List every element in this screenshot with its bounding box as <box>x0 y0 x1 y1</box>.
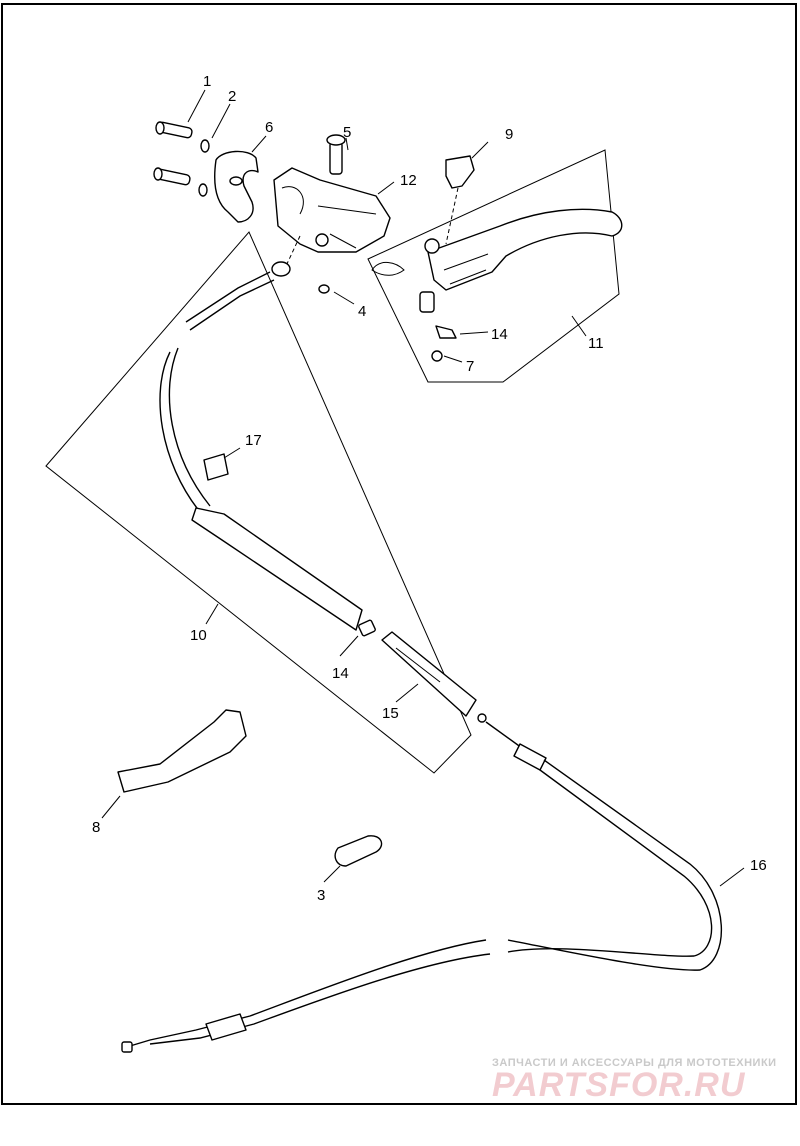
watermark-tagline: ЗАПЧАСТИ И АКСЕССУАРЫ ДЛЯ МОТОТЕХНИКИ <box>492 1057 777 1069</box>
watermark-logo: PARTSFOR.RU <box>492 1066 746 1104</box>
bracket-detail <box>281 186 377 249</box>
callout-1: 1 <box>203 73 211 90</box>
clutch-cable-10 <box>159 261 363 631</box>
callout-16: 16 <box>750 857 767 874</box>
pivot-pin-part <box>326 134 346 175</box>
clutch-cable-16 <box>121 713 723 1053</box>
lever-sleeve <box>419 291 435 313</box>
ring-part <box>318 284 330 294</box>
callout-4: 4 <box>358 303 366 320</box>
callout-7: 7 <box>466 358 474 375</box>
spring-part <box>371 262 405 276</box>
callout-9: 9 <box>505 126 513 143</box>
diagram-frame <box>1 3 797 1105</box>
callout-5: 5 <box>343 124 351 141</box>
clamp-part <box>214 150 259 223</box>
group-outline-11 <box>367 149 620 383</box>
bracket-part-8 <box>117 709 247 793</box>
clip-14-lower <box>358 619 376 637</box>
lever-bushing <box>424 238 440 254</box>
callout-6: 6 <box>265 119 273 136</box>
callout-10: 10 <box>190 627 207 644</box>
callout-2: 2 <box>228 88 236 105</box>
bracket-bore <box>315 233 329 247</box>
screw-part <box>431 350 443 362</box>
callout-14-lower: 14 <box>332 665 349 682</box>
callout-8: 8 <box>92 819 100 836</box>
callout-15: 15 <box>382 705 399 722</box>
washer-part <box>198 139 210 197</box>
sleeve-17 <box>203 453 229 481</box>
leader-dash <box>445 187 459 245</box>
cable-clip-3 <box>334 835 383 867</box>
clutch-lever-part <box>427 208 623 291</box>
callout-3: 3 <box>317 887 325 904</box>
group-outline-10 <box>45 231 472 774</box>
leader-dash-2 <box>285 235 301 267</box>
callout-12: 12 <box>400 172 417 189</box>
clamp-hole <box>229 176 243 186</box>
leader-lines <box>101 89 745 887</box>
adjuster-cap-part <box>445 155 475 189</box>
callout-14-upper: 14 <box>491 326 508 343</box>
adjuster-part-15 <box>381 631 477 717</box>
pin-part <box>153 121 193 186</box>
lever-bracket-part <box>273 167 391 253</box>
clip-part <box>435 325 457 339</box>
callout-11: 11 <box>588 335 604 352</box>
callout-17: 17 <box>245 432 262 449</box>
lever-detail <box>443 253 489 285</box>
